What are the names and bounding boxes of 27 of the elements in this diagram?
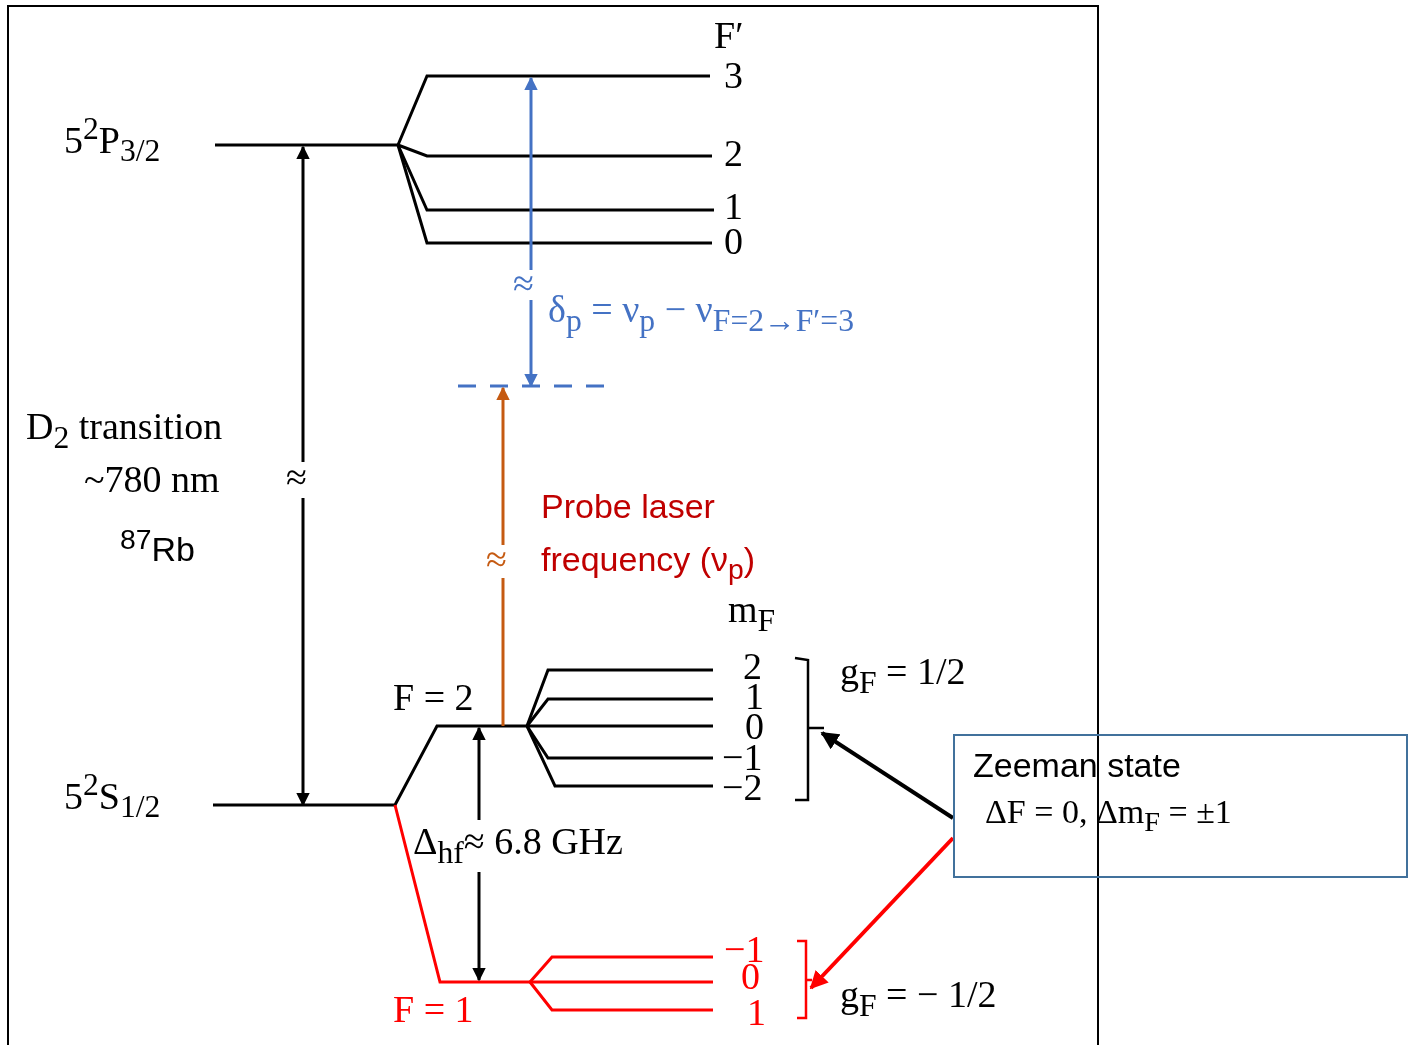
formula: ΔF = 0, Δm$_{F}$ = ±1 bbox=[985, 794, 1232, 837]
formula: δ$_{p}$ = ν$_{p}$ − ν$_{F=2→F′=3}$ bbox=[548, 290, 854, 337]
formula: g$_{F}$ = − 1/2 bbox=[840, 975, 997, 1022]
level-label: 5$^{2}$S$_{1/2}$ bbox=[64, 768, 161, 824]
level-label: F = 1 bbox=[393, 990, 474, 1030]
quantum-number: 1 bbox=[747, 993, 766, 1033]
break-mark: ≈ bbox=[286, 458, 307, 498]
quantum-number: 2 bbox=[724, 134, 743, 174]
level-label: 5$^{2}$P$_{3/2}$ bbox=[64, 112, 161, 168]
level-label: F′ bbox=[714, 16, 744, 56]
isotope-label: $^{87}$Rb bbox=[120, 525, 195, 568]
break-mark: ≈ bbox=[486, 540, 507, 580]
quantum-number: 3 bbox=[724, 56, 743, 96]
splitting-label: Δ$_{hf}$≈ 6.8 GHz bbox=[413, 822, 623, 869]
callout-heading: Zeeman state bbox=[973, 748, 1181, 784]
transition-label: D$_{2}$ transition bbox=[26, 407, 223, 454]
formula: g$_{F}$ = 1/2 bbox=[840, 652, 966, 699]
bracket bbox=[795, 939, 814, 1020]
level-label: F = 2 bbox=[393, 678, 474, 718]
arrow bbox=[820, 731, 955, 820]
laser-label: Probe laser frequency (ν$_{p}$) bbox=[541, 486, 757, 587]
level-label: m$_{F}$ bbox=[728, 590, 776, 637]
wavelength-label: ~780 nm bbox=[84, 460, 220, 500]
bracket bbox=[793, 656, 826, 802]
callout-box bbox=[953, 734, 1408, 878]
break-mark: ≈ bbox=[513, 264, 534, 304]
arrow bbox=[809, 836, 955, 990]
